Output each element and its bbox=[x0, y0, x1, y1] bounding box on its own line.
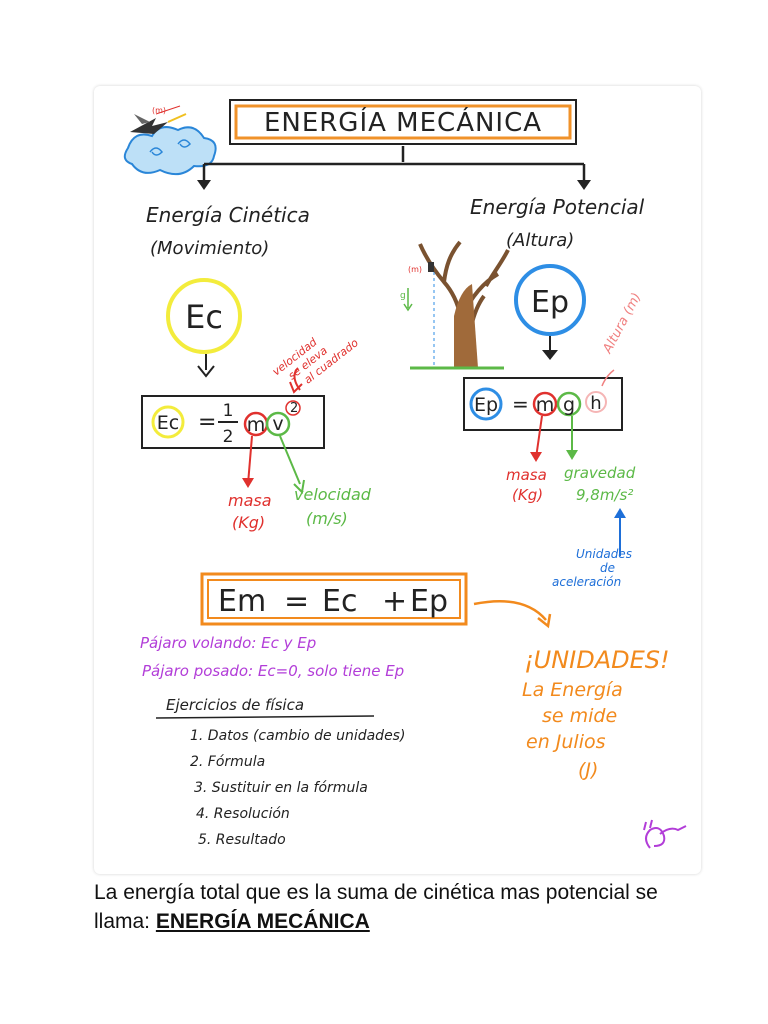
bird-flying-note: Pájaro volando: Ec y Ep bbox=[140, 634, 316, 652]
kinetic-formula-v: v bbox=[272, 413, 283, 435]
potential-subheading: (Altura) bbox=[506, 230, 574, 251]
units-note-line2: de bbox=[600, 561, 615, 575]
mind-map-drawing: (m) ENERGÍA MECÁNICA Energía Cinética (M… bbox=[123, 99, 687, 849]
tree-illustration: (m) g bbox=[400, 240, 510, 370]
tree-height-label: (m) bbox=[408, 265, 422, 274]
potential-mass-label: masa bbox=[506, 466, 547, 484]
total-eq: = bbox=[284, 584, 309, 619]
units-line-1: La Energía bbox=[522, 679, 623, 701]
bird-cloud-illustration: (m) bbox=[123, 105, 217, 176]
total-lhs: Em bbox=[218, 584, 266, 619]
exercise-item-5: 5. Resultado bbox=[198, 832, 286, 848]
potential-symbol: Ep bbox=[531, 285, 569, 320]
units-arrow-icon bbox=[473, 599, 547, 621]
kinetic-circle bbox=[166, 278, 242, 354]
kinetic-subheading: (Movimiento) bbox=[150, 238, 269, 259]
potential-formula-h: h bbox=[590, 393, 601, 414]
title-box-inner bbox=[234, 104, 572, 140]
kinetic-mass-label: masa bbox=[228, 491, 272, 510]
signature-doodle-icon bbox=[643, 819, 687, 849]
height-note: Altura (m) bbox=[600, 290, 645, 356]
potential-formula-lhs: Ep bbox=[474, 394, 498, 416]
units-note-line1: Unidades bbox=[576, 547, 632, 561]
total-plus: + bbox=[382, 584, 407, 619]
arrow-kinetic-icon bbox=[197, 180, 211, 190]
kinetic-velocity-unit: (m/s) bbox=[306, 509, 348, 528]
potential-formula-box bbox=[463, 377, 623, 431]
velocity-squared-note: velocidad se eleva al cuadrado bbox=[270, 335, 361, 387]
kinetic-symbol: Ec bbox=[185, 298, 223, 336]
exercise-item-2: 2. Fórmula bbox=[190, 754, 265, 770]
svg-text:=: = bbox=[512, 392, 529, 416]
kinetic-half-num: 1 bbox=[223, 401, 234, 421]
svg-text:=: = bbox=[198, 410, 216, 435]
total-energy-box-outer bbox=[200, 572, 468, 626]
mind-map-sheet: (m) ENERGÍA MECÁNICA Energía Cinética (M… bbox=[94, 86, 701, 874]
branch-lines bbox=[202, 146, 586, 184]
total-ec: Ec bbox=[322, 584, 357, 619]
total-ep: Ep bbox=[410, 584, 448, 619]
potential-heading: Energía Potencial bbox=[470, 195, 645, 219]
potential-down-arrow-icon bbox=[542, 350, 558, 360]
potential-formula-g: g bbox=[563, 394, 575, 416]
kinetic-formula-lhs: Ec bbox=[157, 412, 179, 434]
caption-paragraph: La energía total que es la suma de cinét… bbox=[94, 878, 714, 936]
bird-resting-note: Pájaro posado: Ec=0, solo tiene Ep bbox=[142, 662, 404, 680]
units-heading: ¡UNIDADES! bbox=[524, 646, 670, 674]
bird-height-label: (m) bbox=[152, 106, 166, 115]
potential-formula-m: m bbox=[536, 394, 555, 416]
kinetic-down-arrow-icon bbox=[197, 365, 215, 378]
units-note-line3: aceleración bbox=[552, 575, 621, 589]
units-line-4: (J) bbox=[578, 759, 598, 781]
caption-text: La energía total que es la suma de cinét… bbox=[94, 881, 658, 933]
arrow-potential-icon bbox=[577, 180, 591, 190]
svg-text:Altura (m): Altura (m) bbox=[600, 290, 645, 356]
tree-gravity-label: g bbox=[400, 291, 406, 301]
caption-emphasis: ENERGÍA MECÁNICA bbox=[155, 910, 370, 933]
exercises-heading: Ejercicios de física bbox=[166, 696, 304, 714]
kinetic-formula-m: m bbox=[247, 414, 266, 436]
units-line-2: se mide bbox=[542, 705, 617, 727]
potential-gravity-label: gravedad bbox=[564, 464, 636, 482]
exercise-item-3: 3. Sustituir en la fórmula bbox=[194, 780, 368, 796]
kinetic-velocity-label: velocidad bbox=[294, 485, 372, 504]
kinetic-formula-exp: 2 bbox=[290, 401, 298, 416]
potential-mass-unit: (Kg) bbox=[512, 486, 543, 504]
units-line-3: en Julios bbox=[526, 731, 606, 753]
exercise-item-1: 1. Datos (cambio de unidades) bbox=[190, 728, 405, 744]
exercise-item-4: 4. Resolución bbox=[196, 806, 290, 822]
potential-circle bbox=[514, 264, 586, 336]
kinetic-mass-unit: (Kg) bbox=[232, 513, 265, 532]
page-title: ENERGÍA MECÁNICA bbox=[264, 106, 542, 138]
kinetic-heading: Energía Cinética bbox=[146, 203, 310, 227]
potential-gravity-value: 9,8m/s² bbox=[576, 486, 633, 504]
kinetic-half-den: 2 bbox=[223, 427, 234, 447]
